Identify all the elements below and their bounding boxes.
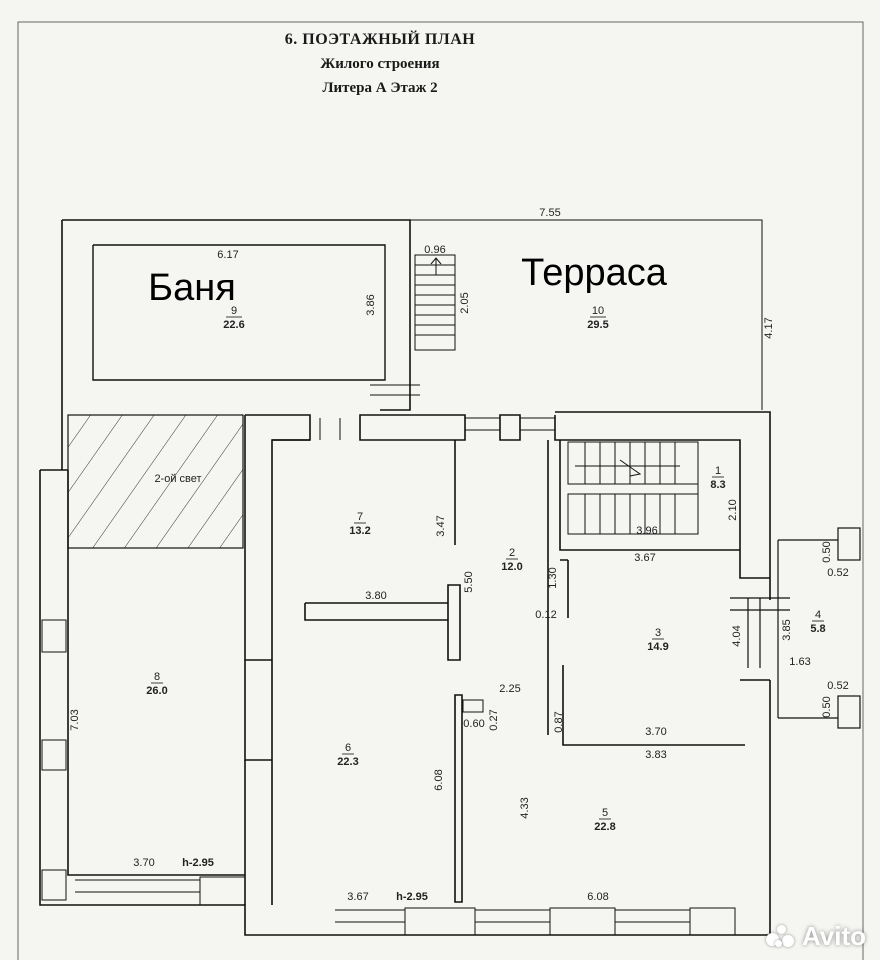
room-6-area: 22.3 bbox=[337, 756, 358, 768]
dim-0-50-b: 0.50 bbox=[821, 696, 833, 717]
dim-0-96: 0.96 bbox=[424, 244, 445, 256]
plan-title: 6. ПОЭТАЖНЫЙ ПЛАН bbox=[284, 31, 476, 48]
dim-6-08-b: 6.08 bbox=[587, 891, 608, 903]
dim-3-67-a: 3.67 bbox=[634, 552, 655, 564]
label-second-light: 2-ой свет bbox=[154, 473, 201, 485]
room-3-area: 14.9 bbox=[647, 641, 668, 653]
dim-0-27: 0.27 bbox=[488, 709, 500, 730]
room-8-area: 26.0 bbox=[146, 685, 167, 697]
windows bbox=[41, 384, 736, 936]
dim-7-55: 7.55 bbox=[539, 207, 560, 219]
label-banya: Баня bbox=[148, 267, 236, 309]
room-10-area: 29.5 bbox=[587, 319, 608, 331]
dim-3-86: 3.86 bbox=[365, 294, 377, 315]
room-2-number: 2 bbox=[509, 547, 515, 559]
plan-subtitle-2: Литера А Этаж 2 bbox=[322, 80, 438, 96]
room-9-area: 22.6 bbox=[223, 319, 244, 331]
walls bbox=[39, 219, 771, 936]
dim-0-52-a: 0.52 bbox=[827, 567, 848, 579]
dim-3-67-b: 3.67 bbox=[347, 891, 368, 903]
dim-3-96: 3.96 bbox=[636, 525, 657, 537]
room-5-area: 22.8 bbox=[594, 821, 615, 833]
dim-3-70-b: 3.70 bbox=[133, 857, 154, 869]
dimensions: 7.55 6.17 0.96 3.86 2.05 4.17 3.47 2.10 … bbox=[69, 207, 849, 903]
dim-h-2-95-a: h-2.95 bbox=[182, 857, 214, 869]
room-label-underlines bbox=[151, 316, 824, 820]
dim-2-05: 2.05 bbox=[459, 292, 471, 313]
sheet-border bbox=[17, 21, 864, 960]
room-1-area: 8.3 bbox=[710, 479, 725, 491]
avito-logo-icon bbox=[765, 924, 796, 949]
avito-watermark: Avito bbox=[765, 921, 866, 952]
room-7-area: 13.2 bbox=[349, 525, 370, 537]
dim-0-50-a: 0.50 bbox=[821, 541, 833, 562]
dim-h-2-95-b: h-2.95 bbox=[396, 891, 428, 903]
stair-upper bbox=[414, 254, 456, 351]
dim-0-60: 0.60 bbox=[463, 718, 484, 730]
balcony-room-4 bbox=[730, 527, 861, 729]
dim-6-17: 6.17 bbox=[217, 249, 238, 261]
dim-3-83: 3.83 bbox=[645, 749, 666, 761]
dim-2-10: 2.10 bbox=[727, 499, 739, 520]
room-labels: 1 8.3 2 12.0 3 14.9 4 5.8 5 22.8 6 22.3 … bbox=[146, 305, 825, 833]
dim-0-52-b: 0.52 bbox=[827, 680, 848, 692]
dim-3-85: 3.85 bbox=[781, 619, 793, 640]
room-2-area: 12.0 bbox=[501, 561, 522, 573]
dim-0-87: 0.87 bbox=[553, 711, 565, 732]
title-block: 6. ПОЭТАЖНЫЙ ПЛАН Жилого строения Литера… bbox=[0, 28, 760, 100]
room-10-number: 10 bbox=[592, 305, 604, 317]
dim-3-70-a: 3.70 bbox=[645, 726, 666, 738]
room-1-number: 1 bbox=[715, 465, 721, 477]
room-5-number: 5 bbox=[602, 807, 608, 819]
room-8-number: 8 bbox=[154, 671, 160, 683]
dim-4-17: 4.17 bbox=[763, 317, 775, 338]
avito-watermark-text: Avito bbox=[801, 921, 866, 951]
dim-0-12: 0.12 bbox=[535, 609, 556, 621]
dim-3-80: 3.80 bbox=[365, 590, 386, 602]
room-9-number: 9 bbox=[231, 305, 237, 317]
second-light-hatch bbox=[67, 414, 244, 549]
dim-1-63: 1.63 bbox=[789, 656, 810, 668]
dim-2-25: 2.25 bbox=[499, 683, 520, 695]
dim-3-47: 3.47 bbox=[435, 515, 447, 536]
plan-subtitle: Жилого строения bbox=[320, 56, 440, 72]
room-4-number: 4 bbox=[815, 609, 821, 621]
dim-1-30: 1.30 bbox=[547, 567, 559, 588]
stair-main bbox=[567, 441, 699, 535]
dim-5-50: 5.50 bbox=[463, 571, 475, 592]
label-terrasa: Терраса bbox=[521, 252, 668, 294]
room-3-number: 3 bbox=[655, 627, 661, 639]
room-4-area: 5.8 bbox=[810, 623, 825, 635]
room-7-number: 7 bbox=[357, 511, 363, 523]
dim-7-03: 7.03 bbox=[69, 709, 81, 730]
dim-6-08-a: 6.08 bbox=[433, 769, 445, 790]
dim-4-04: 4.04 bbox=[731, 625, 743, 646]
dim-4-33: 4.33 bbox=[519, 797, 531, 818]
room-6-number: 6 bbox=[345, 742, 351, 754]
